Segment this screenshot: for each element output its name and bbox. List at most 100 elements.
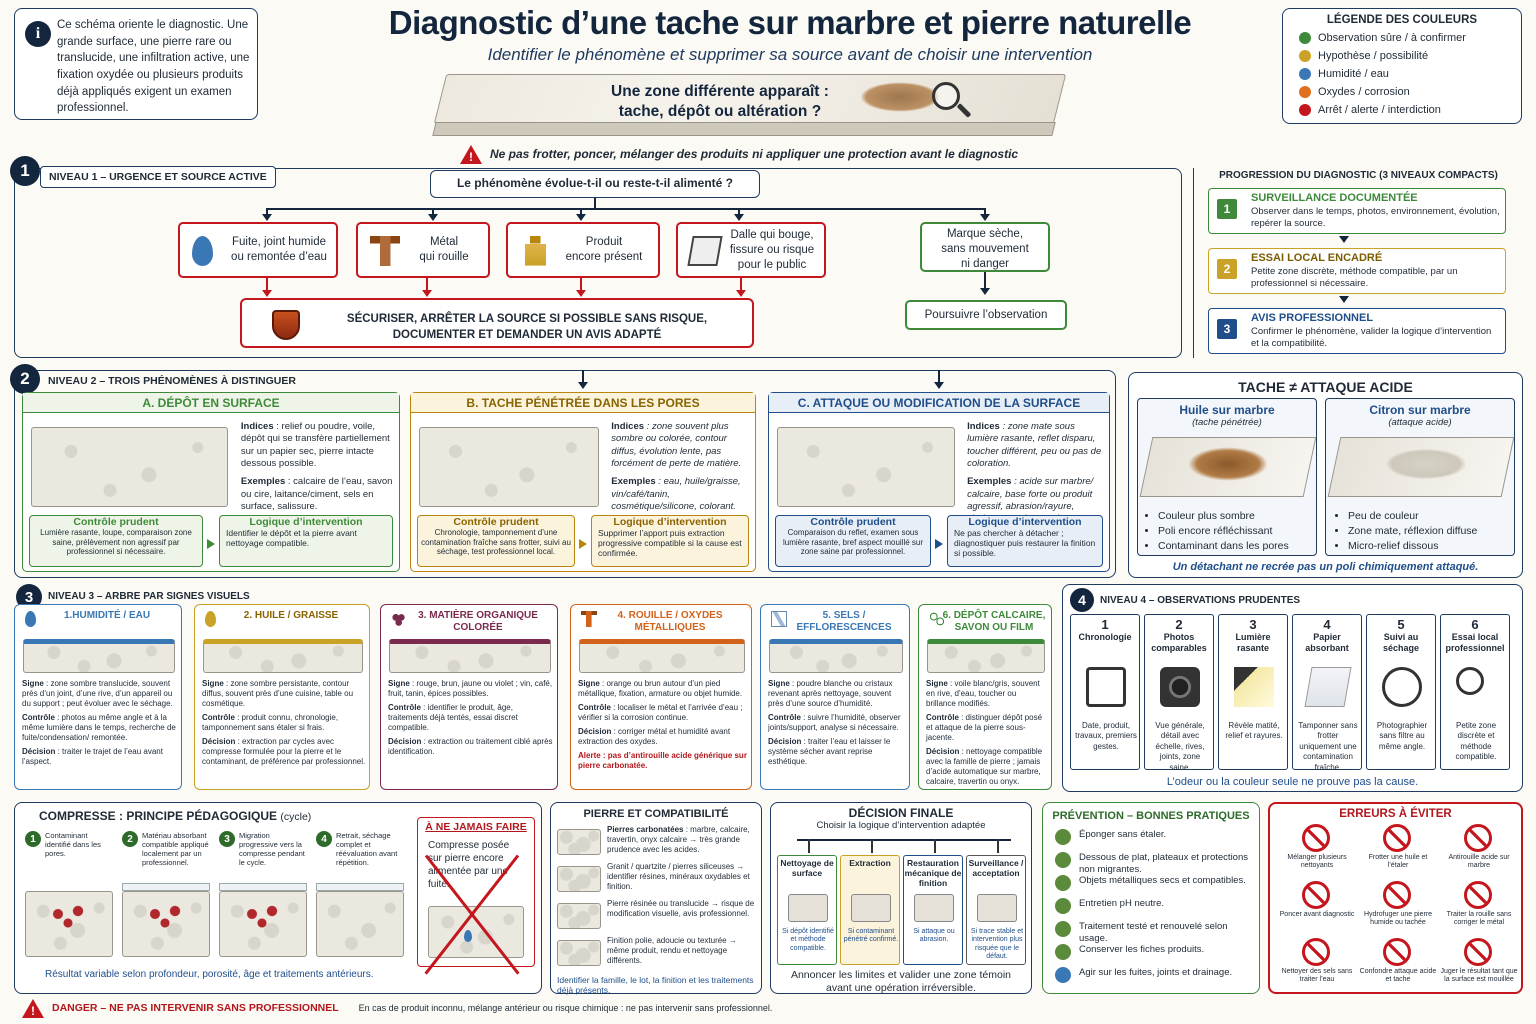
stone-swatch (557, 866, 601, 892)
level4-title: NIVEAU 4 – OBSERVATIONS PRUDENTES (1100, 595, 1301, 606)
oil-on-marble-card: Huile sur marbre (tache pénétrée) Couleu… (1137, 398, 1317, 556)
error-item: Antirouille acide sur marbre (1440, 824, 1518, 880)
decision-illustration (914, 894, 954, 922)
stone-sample (769, 639, 903, 673)
legend-item: Oxydes / corrosion (1299, 83, 1505, 101)
prevention-icon (1055, 829, 1071, 845)
stone-cross-section (31, 427, 228, 507)
prohibited-icon (1464, 824, 1492, 852)
decision-illustration (977, 894, 1017, 922)
water-drop-icon (25, 611, 37, 627)
legend-color-dot (1299, 104, 1311, 117)
level1-number: 1 (10, 156, 40, 186)
stone-sample (203, 639, 363, 673)
stone-sample (927, 639, 1045, 673)
cracked-tile-icon (687, 236, 723, 266)
rusty-bolt-icon (370, 236, 400, 266)
stone-swatch (557, 940, 601, 966)
crystals-icon (771, 611, 787, 627)
never-do-box: À NE JAMAIS FAIRE Compresse posée sur pi… (417, 817, 535, 975)
bottle-icon (520, 236, 550, 266)
level1-option-box: Dalle qui bouge, fissure ou risque pour … (676, 222, 826, 278)
warning-triangle-icon: ! (460, 144, 482, 164)
prohibited-icon (1302, 824, 1330, 852)
level1-frame (14, 168, 1182, 358)
magnifier-icon (1456, 667, 1484, 695)
dry-mark-box: Marque sèche, sans mouvement ni danger (920, 222, 1050, 272)
oil-drop-icon (205, 611, 217, 627)
level1-option-box: Fuite, joint humide ou remontée d’eau (178, 222, 338, 278)
compress-panel: COMPRESSE : PRINCIPE PÉDAGOGIQUE (cycle)… (14, 802, 542, 994)
legend-color-dot (1299, 68, 1311, 81)
intro-box: i Ce schéma oriente le diagnostic. Une g… (14, 8, 258, 120)
error-item: Confondre attaque acide et tache (1359, 938, 1437, 994)
footer-danger: ! DANGER – NE PAS INTERVENIR SANS PROFES… (22, 998, 772, 1018)
progression-panel: PROGRESSION DU DIAGNOSTIC (3 NIVEAUX COM… (1193, 168, 1523, 358)
paper-icon (1304, 667, 1352, 707)
errors-panel: ERREURS À ÉVITER Mélanger plusieurs nett… (1268, 802, 1523, 994)
stone-cross-section (777, 427, 955, 507)
level2-number: 2 (10, 364, 40, 394)
magnifier-icon (932, 82, 960, 110)
level4-note: L’odeur ou la couleur seule ne prouve pa… (1166, 776, 1419, 788)
info-icon: i (25, 21, 51, 47)
stone-sample (579, 639, 745, 673)
decision-illustration (788, 894, 828, 922)
rusty-bolt-icon (581, 611, 597, 627)
error-item: Frotter une huile et l’étaler (1359, 824, 1437, 880)
intro-text: Ce schéma oriente le diagnostic. Une gra… (57, 19, 250, 115)
water-drop-icon (464, 930, 472, 942)
top-warning: ! Ne pas frotter, poncer, mélanger des p… (460, 143, 1018, 165)
lemon-on-marble-card: Citron sur marbre (attaque acide) Peu de… (1325, 398, 1515, 556)
error-item: Traiter la rouille sans corriger le méta… (1440, 881, 1518, 937)
error-item: Hydrofuger une pierre humide ou tachée (1359, 881, 1437, 937)
level3-title: NIVEAU 3 – ARBRE PAR SIGNES VISUELS (48, 591, 250, 602)
phenomenon-card: C. ATTAQUE OU MODIFICATION DE LA SURFACE… (768, 392, 1110, 572)
stone-swatch (557, 903, 601, 929)
final-decision-panel: DÉCISION FINALE Choisir la logique d’int… (770, 802, 1032, 994)
error-item: Juger le résultat tant que la surface es… (1440, 938, 1518, 994)
acid-comparison-panel: TACHE ≠ ATTAQUE ACIDE Huile sur marbre (… (1128, 372, 1523, 578)
clock-icon (1382, 667, 1422, 707)
prevention-icon (1055, 852, 1071, 868)
error-item: Mélanger plusieurs nettoyants (1278, 824, 1356, 880)
legend-item: Hypothèse / possibilité (1299, 47, 1505, 65)
legend-color-dot (1299, 32, 1311, 45)
acid-etch-mark (1386, 449, 1466, 479)
oil-stain (1188, 447, 1268, 481)
prohibited-icon (1464, 881, 1492, 909)
marble-slab-illustration: Une zone différente apparaît : tache, dé… (430, 68, 1070, 140)
level4-number: 4 (1070, 588, 1094, 612)
prohibited-icon (1383, 881, 1411, 909)
level1-option-box: Produit encore présent (506, 222, 660, 278)
continue-observation-box: Poursuivre l’observation (905, 300, 1067, 330)
prohibited-icon (1302, 938, 1330, 966)
brown-stain (860, 82, 940, 112)
central-question: Une zone différente apparaît : tache, dé… (611, 83, 829, 121)
prohibited-icon (1383, 938, 1411, 966)
warning-triangle-icon: ! (22, 998, 44, 1018)
error-item: Poncer avant diagnostic (1278, 881, 1356, 937)
calendar-clock-icon (1086, 667, 1126, 707)
legend-item: Humidité / eau (1299, 65, 1505, 83)
